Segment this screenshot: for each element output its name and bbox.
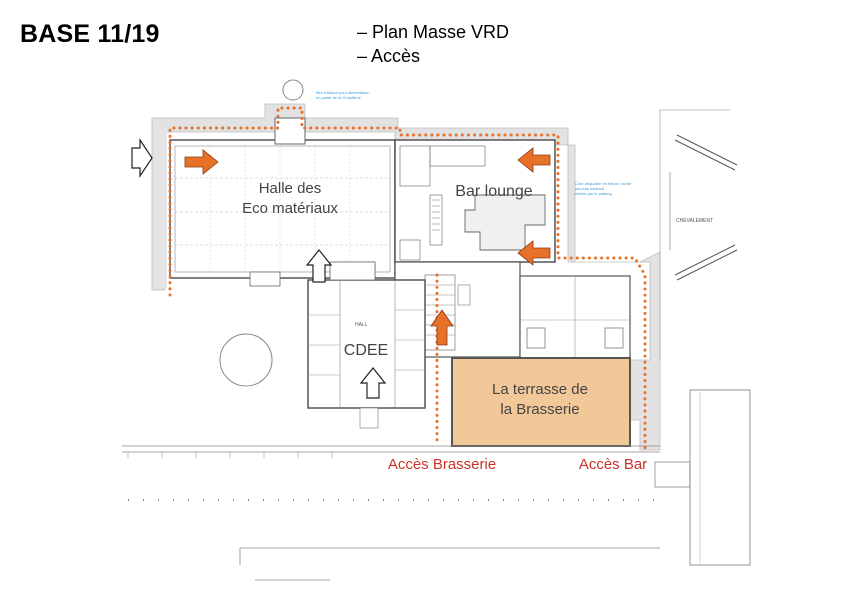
top-marker-circle — [282, 79, 304, 101]
subtitle-acces: – Accès — [357, 46, 421, 66]
arrow-up-cdee-bottom — [359, 367, 387, 399]
arrow-left-entry — [131, 138, 153, 178]
note-right-line3: entrée par le parking — [575, 191, 612, 196]
arrow-left-bar-top — [517, 147, 551, 173]
terrasse-area — [451, 357, 631, 447]
label-chevalement: CHEVALEMENT — [676, 218, 713, 224]
right-lower-building — [654, 389, 751, 566]
right-service-block — [519, 275, 631, 359]
white-arrows — [131, 138, 387, 399]
subtitle-plan-masse: – Plan Masse VRD — [357, 22, 510, 42]
note-right-line1: Cour angulaire en béton / sortie — [575, 181, 632, 186]
label-cdee: CDEE — [344, 342, 388, 359]
label-terrasse-line2: la Brasserie — [500, 401, 579, 418]
halle-building — [169, 117, 396, 287]
road-lines — [122, 445, 660, 581]
label-terrasse-line1: La terrasse de — [492, 381, 588, 398]
orange-arrows — [184, 147, 551, 346]
arrow-right-halle — [184, 149, 219, 175]
label-hall: HALL — [355, 322, 368, 328]
round-pad — [219, 333, 273, 387]
label-halle-line2: Eco matériaux — [242, 200, 338, 217]
note-top-line1: Mur existant pour alimentation — [316, 90, 370, 95]
arrow-up-cdee-top — [305, 249, 333, 283]
arrow-up-stair — [430, 309, 454, 346]
chevalement-structure — [659, 109, 738, 360]
note-right-line2: secours existant — [575, 186, 605, 191]
label-acces-bar: Accès Bar — [579, 456, 647, 473]
grey-perimeter-band — [151, 103, 661, 451]
arrow-left-bar-bottom — [517, 240, 551, 266]
note-top-line2: en partie de la Chaufferie — [316, 95, 362, 100]
grey-left-band — [155, 128, 167, 288]
parking-ticks — [127, 452, 333, 458]
access-route — [168, 106, 647, 452]
label-bar-lounge: Bar lounge — [455, 183, 532, 200]
label-acces-brasserie: Accès Brasserie — [388, 456, 496, 473]
label-halle-line1: Halle des — [259, 180, 322, 197]
slide-title: BASE 11/19 — [20, 20, 160, 48]
